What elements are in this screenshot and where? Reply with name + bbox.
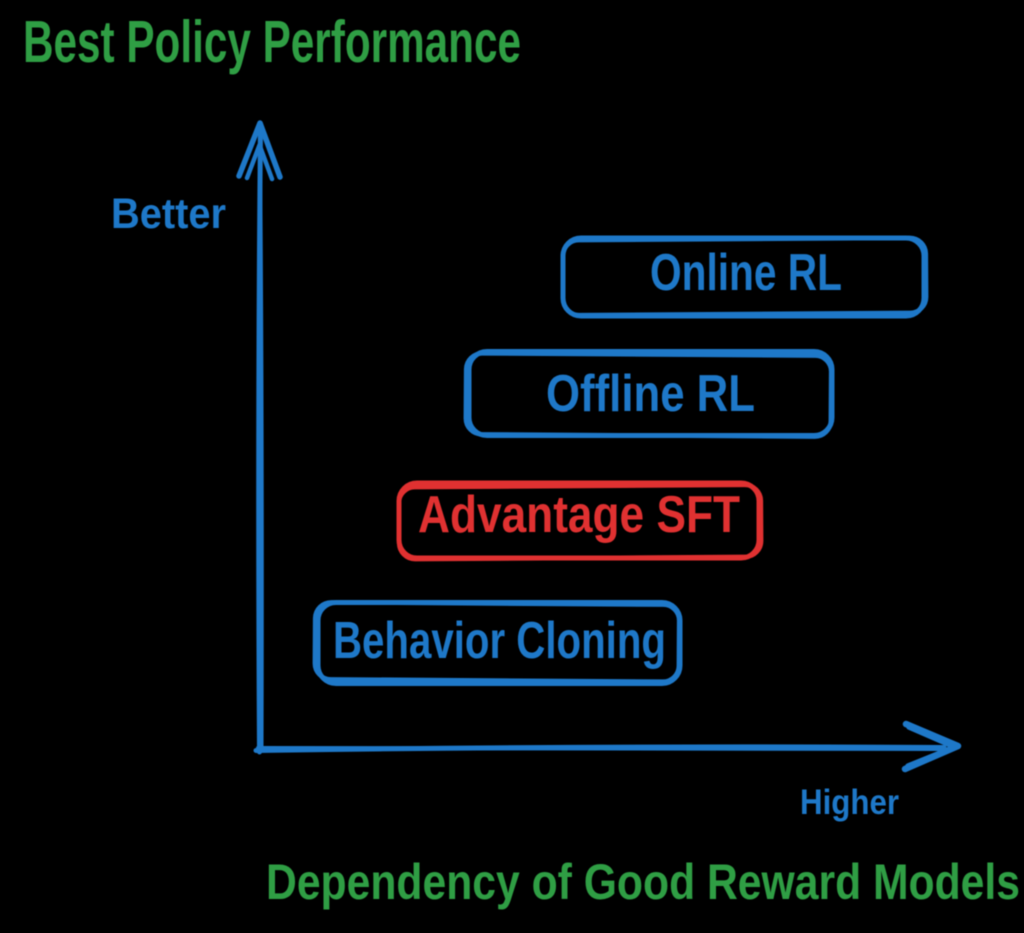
svg-text:Best Policy Performance: Best Policy Performance <box>23 9 521 75</box>
svg-text:Dependency of Good Reward Mode: Dependency of Good Reward Models <box>266 854 1020 910</box>
svg-text:Advantage SFT: Advantage SFT <box>418 486 740 544</box>
svg-text:Online RL: Online RL <box>650 244 842 302</box>
svg-text:Higher: Higher <box>800 783 899 822</box>
svg-text:Better: Better <box>111 190 226 238</box>
svg-text:Behavior Cloning: Behavior Cloning <box>333 612 666 670</box>
svg-text:Offline RL: Offline RL <box>546 365 755 423</box>
